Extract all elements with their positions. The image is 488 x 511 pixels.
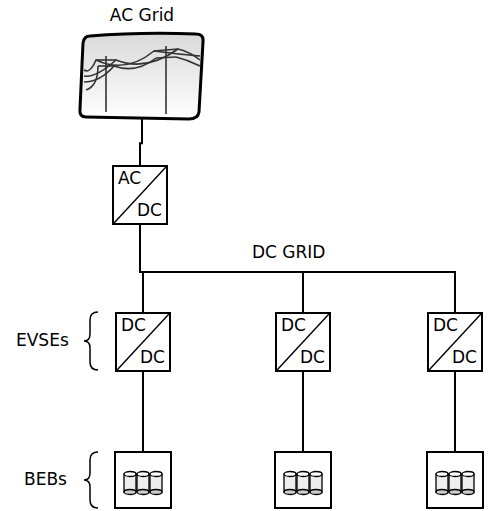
output-type: DC [140,348,165,368]
output-type: DC [137,201,162,221]
battery-pack [427,452,483,508]
dc-dc-converter: DC DC [115,312,171,372]
output-type: DC [452,348,477,368]
dc-dc-converter: DC DC [275,312,331,372]
power-line [140,119,142,165]
battery-pack [115,452,171,508]
node-heading: AC Grid [76,6,208,26]
bus-label: DC GRID [252,243,325,263]
input-type: DC [121,316,146,336]
output-type: DC [300,348,325,368]
power-line [140,225,303,312]
group-label: BEBs [24,470,67,490]
power-grid-picture [76,30,208,122]
group-label: EVSEs [16,331,69,351]
input-type: DC [281,316,306,336]
group-brace [84,312,98,370]
battery-lead [143,372,455,452]
ac-grid-node: AC Grid [76,6,208,122]
input-type: AC [118,169,141,189]
power-line [140,225,455,312]
battery-pack [275,452,331,508]
input-type: DC [433,316,458,336]
group-brace [84,452,98,508]
dc-dc-converter: DC DC [427,312,483,372]
ac-dc-converter: AC DC [112,165,168,225]
